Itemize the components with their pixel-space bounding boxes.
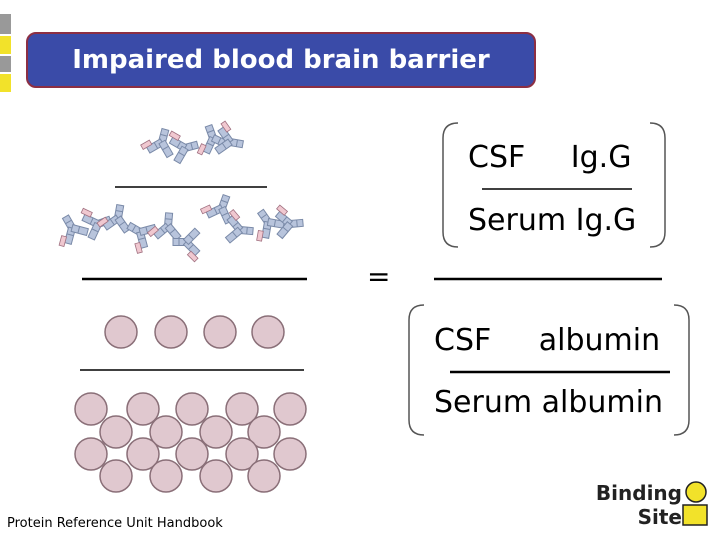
antibody-icon: [166, 125, 202, 166]
accent-strip-gray-2: [0, 56, 11, 72]
csf-igg-label: CSF Ig.G: [468, 140, 632, 175]
accent-strip-yellow-2: [0, 74, 11, 92]
logo-line-2: Site: [637, 505, 682, 529]
slide-title: Impaired blood brain barrier: [26, 32, 536, 88]
logo-line-1: Binding: [595, 481, 682, 505]
serum-albumin-label: Serum albumin: [434, 385, 663, 420]
binding-site-logo-icon: [682, 481, 708, 526]
accent-strip-yellow-1: [0, 36, 11, 54]
csf-albumin-label: CSF albumin: [434, 323, 661, 358]
albumin-molecules-csf: [104, 315, 285, 349]
footer-source: Protein Reference Unit Handbook: [7, 516, 223, 531]
serum-igg-label: Serum Ig.G: [468, 203, 637, 238]
equals-sign: =: [367, 260, 391, 293]
antibody-icon: [224, 208, 256, 246]
logo-text: Binding Site: [590, 481, 682, 529]
albumin-molecules-serum: [74, 392, 307, 493]
accent-strip-gray-1: [0, 14, 11, 34]
